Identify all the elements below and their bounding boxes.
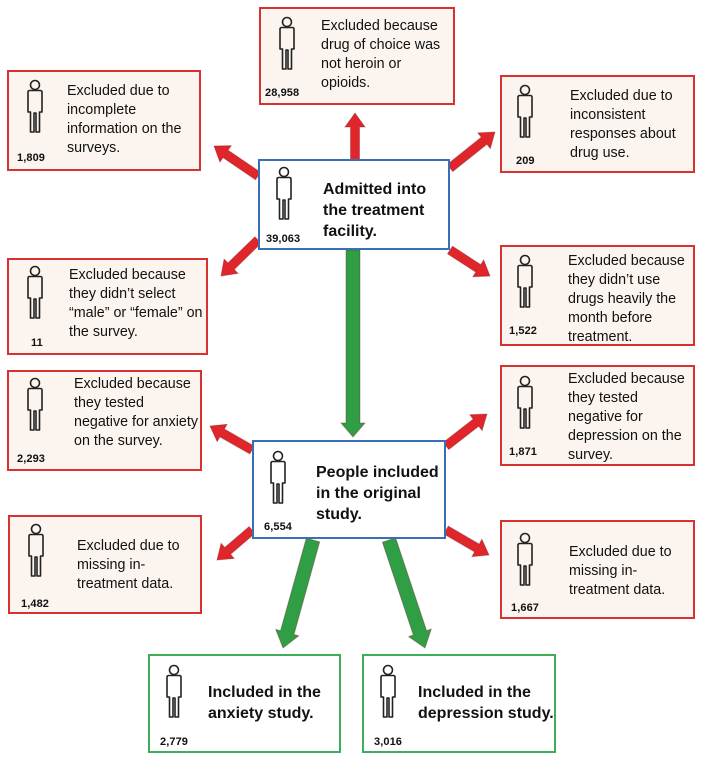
- person-icon: [166, 664, 182, 718]
- depression-study-label: Included in the depression study.: [418, 684, 554, 722]
- person-icon: [279, 16, 295, 70]
- person-icon: [276, 166, 292, 220]
- excluded-drug-of-choice-box: 28,958 Excluded because drug of choice w…: [259, 7, 455, 105]
- arrow-to-missing-left: [216, 525, 256, 561]
- anxiety-study-box: 2,779 Included in the anxiety study.: [148, 654, 341, 753]
- arrow-to-depression-negative: [442, 413, 488, 451]
- arrow-to-anxiety-negative: [209, 423, 255, 455]
- excluded-reason: Excluded due to missing in-treatment dat…: [569, 544, 672, 598]
- excluded-reason: Excluded because they tested negative fo…: [74, 376, 198, 449]
- person-icon: [517, 532, 533, 586]
- anxiety-study-label: Included in the anxiety study.: [208, 684, 321, 722]
- excluded-reason: Excluded because they didn’t select “mal…: [69, 267, 203, 340]
- person-icon: [270, 450, 286, 504]
- excluded-reason: Excluded because drug of choice was not …: [321, 18, 441, 91]
- excluded-count: 1,522: [509, 325, 538, 337]
- depression-study-box: 3,016 Included in the depression study.: [362, 654, 556, 753]
- excluded-heavy-use-box: 1,522 Excluded because they didn’t use d…: [500, 245, 695, 346]
- excluded-count: 209: [516, 155, 535, 167]
- excluded-inconsistent-box: 209 Excluded due to inconsistent respons…: [500, 75, 695, 173]
- arrow-to-inconsistent: [446, 131, 496, 173]
- arrow-to-gender: [220, 236, 262, 277]
- person-icon: [517, 254, 533, 308]
- excluded-reason: Excluded due to inconsistent responses a…: [570, 88, 676, 161]
- excluded-incomplete-info-box: 1,809 Excluded due to incomplete informa…: [7, 70, 201, 171]
- anxiety-study-count: 2,779: [160, 736, 189, 748]
- depression-study-count: 3,016: [374, 736, 403, 748]
- admitted-count: 39,063: [266, 233, 301, 245]
- person-icon: [27, 265, 43, 319]
- excluded-reason: Excluded due to incomplete information o…: [67, 83, 182, 156]
- original-study-box: 6,554 People included in the original st…: [252, 440, 446, 539]
- arrow-to-depression-study: [381, 537, 433, 649]
- excluded-count: 28,958: [265, 87, 300, 99]
- admitted-label: Admitted into the treatment facility.: [323, 181, 427, 240]
- excluded-count: 1,809: [17, 152, 46, 164]
- original-study-label: People included in the original study.: [316, 464, 439, 523]
- person-icon: [517, 84, 533, 138]
- excluded-reason: Excluded due to missing in-treatment dat…: [77, 538, 180, 592]
- excluded-count: 1,667: [511, 602, 540, 614]
- person-icon: [28, 523, 44, 577]
- excluded-depression-negative-box: 1,871 Excluded because they tested negat…: [500, 365, 695, 466]
- arrow-to-incomplete-info: [213, 145, 262, 181]
- arrow-to-anxiety-study: [274, 537, 321, 649]
- excluded-reason: Excluded because they tested negative fo…: [568, 371, 685, 463]
- person-icon: [27, 377, 43, 431]
- excluded-count: 1,871: [509, 446, 538, 458]
- arrow-to-drug-of-choice: [344, 112, 366, 161]
- person-icon: [517, 375, 533, 429]
- person-icon: [380, 664, 396, 718]
- excluded-count: 1,482: [21, 598, 50, 610]
- arrow-to-heavy-use: [446, 245, 491, 278]
- original-study-count: 6,554: [264, 521, 293, 533]
- excluded-missing-right-box: 1,667 Excluded due to missing in-treatme…: [500, 520, 695, 619]
- arrow-to-missing-right: [443, 525, 490, 558]
- excluded-missing-left-box: 1,482 Excluded due to missing in-treatme…: [8, 515, 202, 614]
- excluded-reason: Excluded because they didn’t use drugs h…: [568, 253, 685, 345]
- excluded-count: 11: [31, 337, 43, 349]
- person-icon: [27, 79, 43, 133]
- arrow-to-original-study: [339, 249, 367, 438]
- excluded-gender-box: 11 Excluded because they didn’t select “…: [7, 258, 208, 355]
- excluded-count: 2,293: [17, 453, 46, 465]
- admitted-box: 39,063 Admitted into the treatment facil…: [258, 159, 450, 250]
- excluded-anxiety-negative-box: 2,293 Excluded because they tested negat…: [7, 370, 202, 471]
